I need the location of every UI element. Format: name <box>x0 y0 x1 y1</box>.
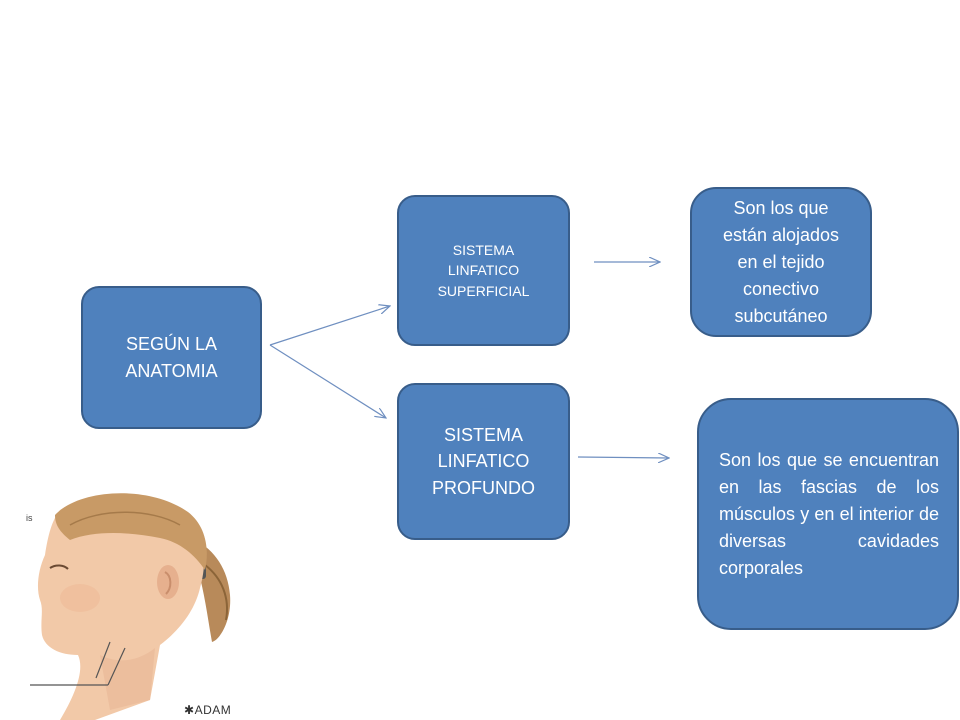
description-profundo-text: Son los que se encuentran en las fascias… <box>719 449 939 578</box>
adam-logo-text: ADAM <box>194 703 232 717</box>
node-sistema-linfatico-profundo: SISTEMA LINFATICO PROFUNDO <box>397 383 570 540</box>
arrow-profundo-to-desc <box>577 457 669 458</box>
node-description-profundo: Son los que se encuentran en las fascias… <box>697 398 959 630</box>
node-description-superficial: Son los que están alojados en el tejido … <box>690 187 872 337</box>
node-sistema-linfatico-superficial: SISTEMA LINFATICO SUPERFICIAL <box>397 195 570 346</box>
adam-logo-mark-icon: ✱ <box>184 703 195 717</box>
child-head-illustration <box>30 493 231 720</box>
illustration-edge-label: is <box>26 513 33 523</box>
adam-logo: ✱ADAM <box>184 703 231 717</box>
arrow-root-to-profundo <box>269 344 386 418</box>
arrow-root-to-superficial <box>269 306 390 346</box>
node-segun-la-anatomia: SEGÚN LA ANATOMIA <box>81 286 262 429</box>
